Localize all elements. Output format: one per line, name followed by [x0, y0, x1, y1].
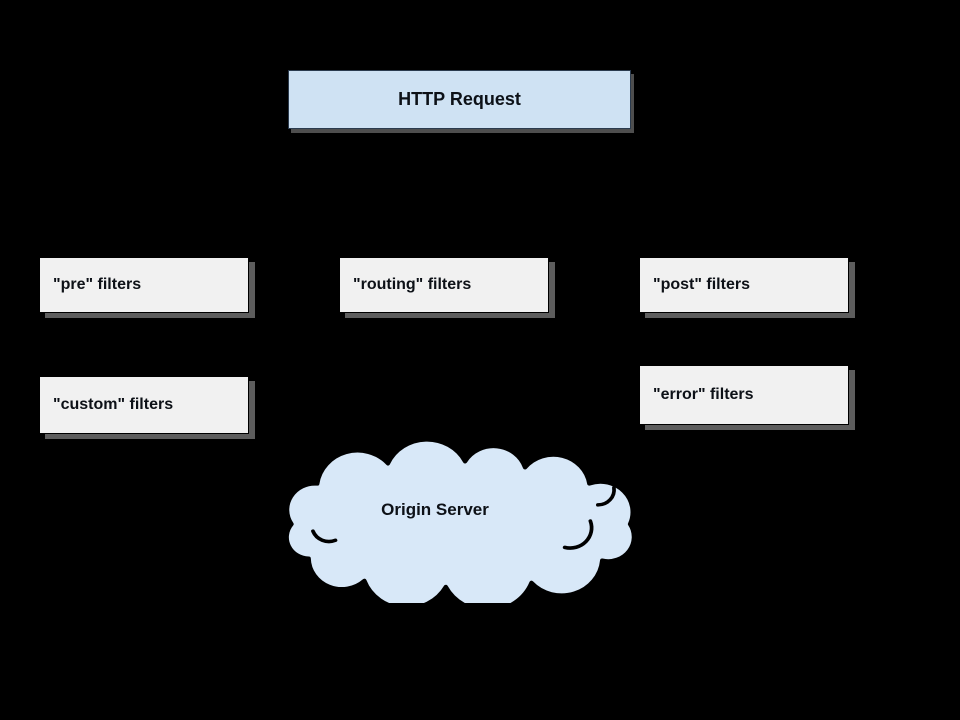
http-request-label: HTTP Request	[398, 89, 521, 109]
routing-filters-box: "routing" filters	[339, 257, 549, 313]
pre-filters-box: "pre" filters	[39, 257, 249, 313]
cloud-inner-curl-top-right	[596, 485, 616, 507]
post-filters-label: "post" filters	[653, 276, 750, 293]
cloud-outline-shape	[284, 437, 636, 603]
error-filters-box: "error" filters	[639, 365, 849, 425]
custom-filters-label: "custom" filters	[53, 396, 174, 413]
custom-filters-box: "custom" filters	[39, 376, 249, 434]
http-request-box: HTTP Request	[288, 70, 631, 129]
pre-filters-label: "pre" filters	[53, 276, 142, 293]
cloud-inner-curl-left	[311, 529, 338, 544]
post-filters-box: "post" filters	[639, 257, 849, 313]
origin-server-cloud	[284, 437, 636, 603]
cloud-inner-curl-right	[562, 519, 594, 550]
error-filters-label: "error" filters	[653, 386, 754, 403]
routing-filters-label: "routing" filters	[353, 276, 472, 293]
